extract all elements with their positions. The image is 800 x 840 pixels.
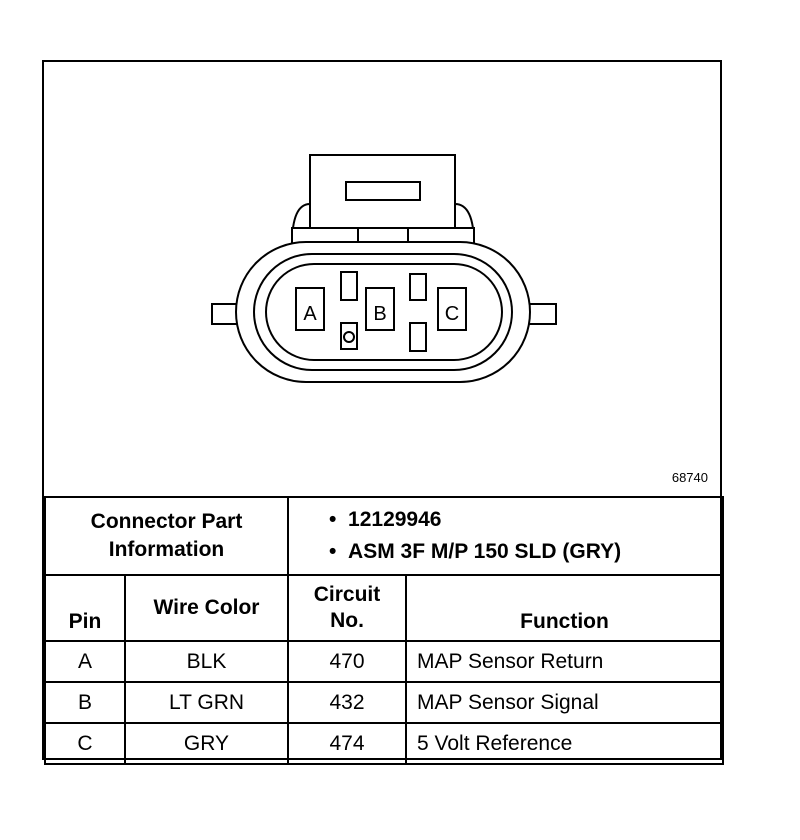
- header-wire-color: Wire Color: [124, 574, 289, 642]
- part-number: 12129946: [329, 504, 722, 536]
- header-circuit-line1: Circuit: [313, 583, 381, 606]
- latch-slot: [345, 181, 421, 201]
- part-description: ASM 3F M/P 150 SLD (GRY): [329, 536, 722, 568]
- connector-label-cell: Connector Part Information: [44, 496, 289, 576]
- header-function: Function: [405, 574, 724, 642]
- pin-cell: A: [44, 640, 126, 683]
- wire-color-cell: LT GRN: [124, 681, 289, 724]
- cavity-a: [295, 287, 325, 331]
- connector-info-row: Connector Part Information 12129946 ASM …: [44, 496, 724, 576]
- table-row: A BLK 470 MAP Sensor Return: [44, 640, 724, 683]
- connector-label-line1: Connector Part: [90, 510, 243, 533]
- pin-label-c: C: [445, 303, 459, 325]
- header-circuit: Circuit No.: [287, 574, 407, 642]
- pin-label-a: A: [303, 303, 317, 325]
- function-cell: MAP Sensor Return: [405, 640, 724, 683]
- header-circuit-line2: No.: [330, 609, 364, 632]
- function-cell: MAP Sensor Signal: [405, 681, 724, 724]
- circuit-cell: 474: [287, 722, 407, 765]
- key-lower-left-hole: [343, 331, 355, 343]
- connector-part-list: 12129946 ASM 3F M/P 150 SLD (GRY): [287, 496, 724, 576]
- circuit-cell: 432: [287, 681, 407, 724]
- circuit-cell: 470: [287, 640, 407, 683]
- pin-cell: C: [44, 722, 126, 765]
- key-upper-right: [409, 273, 427, 301]
- key-lower-right: [409, 322, 427, 352]
- connector-label-line2: Information: [108, 538, 225, 561]
- figure-number: 68740: [671, 470, 708, 485]
- connector-body: [235, 241, 531, 383]
- connector-drawing: A B C: [211, 154, 557, 383]
- wire-color-cell: BLK: [124, 640, 289, 683]
- cavity-b: [365, 287, 395, 331]
- connector-figure: A B C 68740: [44, 62, 720, 496]
- table-header-row: Pin Wire Color Circuit No. Function: [44, 574, 724, 642]
- table-row: C GRY 474 5 Volt Reference: [44, 722, 724, 765]
- function-cell: 5 Volt Reference: [405, 722, 724, 765]
- cavity-c: [437, 287, 467, 331]
- wire-color-cell: GRY: [124, 722, 289, 765]
- pin-cell: B: [44, 681, 126, 724]
- pin-label-b: B: [373, 303, 386, 325]
- header-pin: Pin: [44, 574, 126, 642]
- key-lower-left: [340, 322, 358, 350]
- connector-sheet: A B C 68740 Connector Part Information 1…: [42, 60, 724, 765]
- side-tab-right: [527, 303, 557, 325]
- key-upper-left: [340, 271, 358, 301]
- connector-face-outer: [253, 253, 513, 371]
- latch-housing: [309, 154, 456, 236]
- connector-table: Connector Part Information 12129946 ASM …: [44, 496, 724, 765]
- connector-face-inner: [265, 263, 503, 361]
- table-row: B LT GRN 432 MAP Sensor Signal: [44, 681, 724, 724]
